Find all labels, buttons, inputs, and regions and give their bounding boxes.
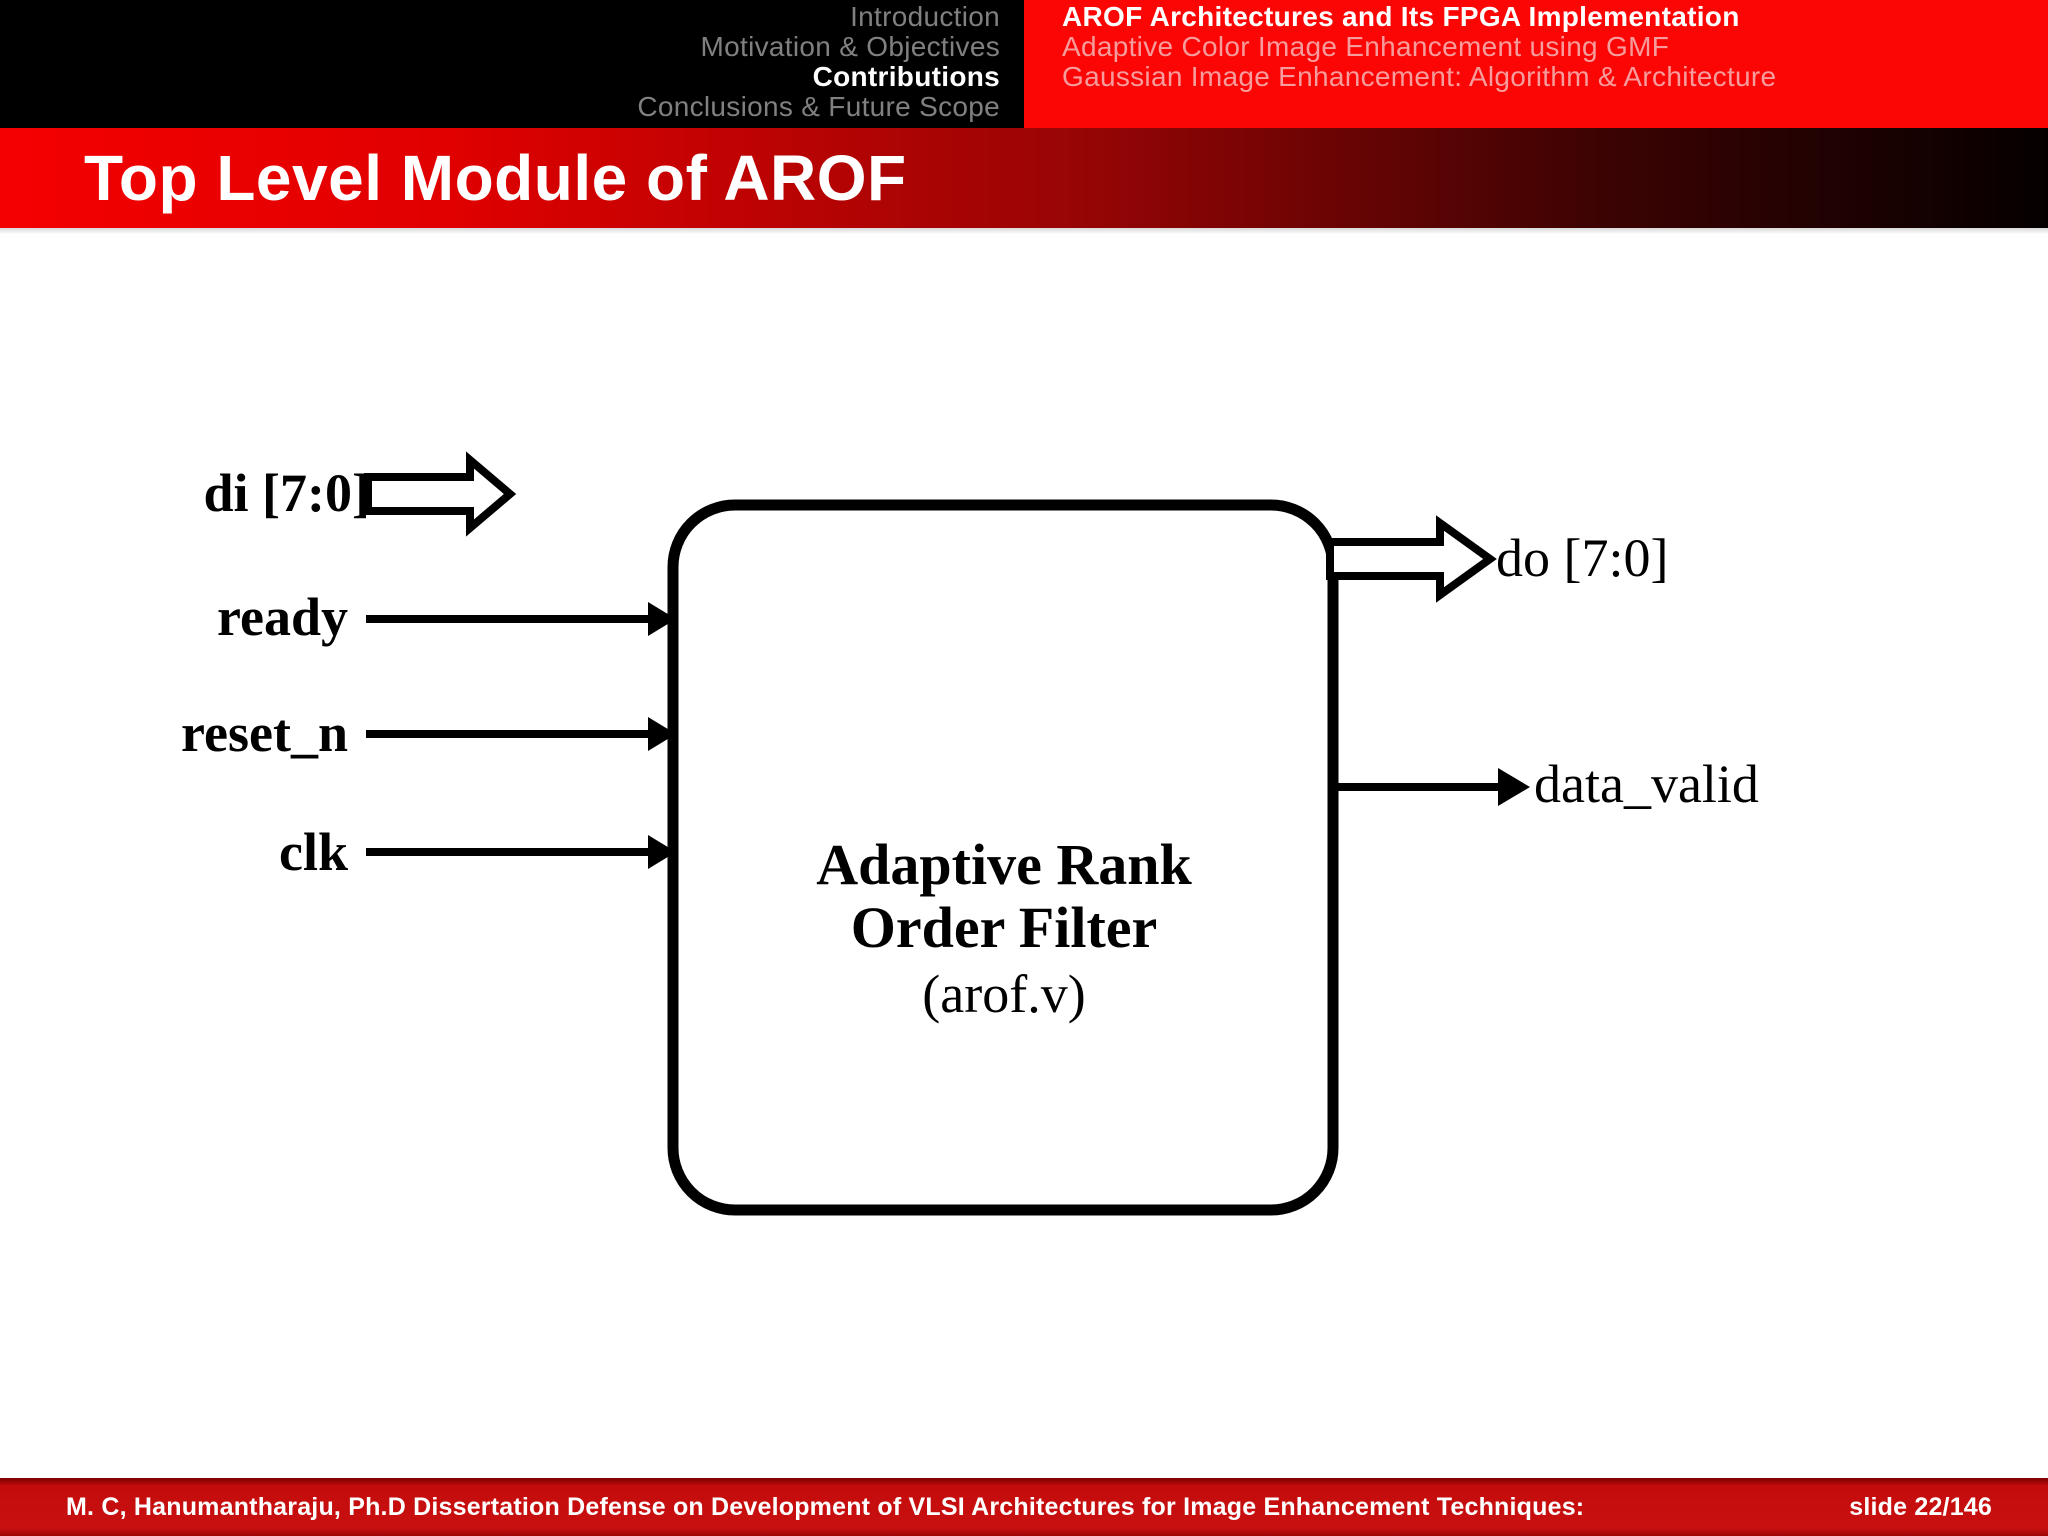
input-arrowhead-clk (648, 835, 676, 869)
output-arrowhead-data-valid (1498, 768, 1530, 806)
footer-credit-text: M. C, Hanumantharaju, Ph.D Dissertation … (66, 1492, 1585, 1521)
nav-item-conclusions-future-scope[interactable]: Conclusions & Future Scope (637, 91, 1000, 122)
header-subsection-panel: AROF Architectures and Its FPGA Implemen… (1024, 0, 2048, 128)
module-name-line-2: Order Filter (850, 894, 1158, 960)
header-nav-panel: Introduction Motivation & Objectives Con… (0, 0, 1024, 128)
slide-content-area: Adaptive Rank Order Filter (arof.v) di [… (0, 234, 2048, 1478)
top-level-module-diagram (364, 451, 1530, 1216)
nav-item-contributions[interactable]: Contributions (812, 61, 1000, 92)
nav-item-motivation-objectives[interactable]: Motivation & Objectives (700, 31, 1000, 62)
module-file-name: (arof.v) (922, 964, 1086, 1025)
input-bus-arrow-di (364, 451, 517, 537)
module-name-line-1: Adaptive Rank (816, 832, 1192, 897)
input-label-reset-n: reset_n (181, 703, 348, 763)
slide-header: Introduction Motivation & Objectives Con… (0, 0, 2048, 128)
title-underline-divider (0, 228, 2048, 234)
subsection-item-adaptive-color-gmf[interactable]: Adaptive Color Image Enhancement using G… (1062, 31, 1670, 62)
input-label-clk: clk (278, 822, 348, 882)
section-nav-list: Introduction Motivation & Objectives Con… (637, 2, 1000, 122)
output-bus-arrow-do (1326, 515, 1497, 603)
slide-title-bar: Top Level Module of AROF (0, 128, 2048, 228)
page-title: Top Level Module of AROF (84, 142, 907, 214)
arof-module-block (667, 499, 1339, 1216)
slide-footer: M. C, Hanumantharaju, Ph.D Dissertation … (0, 1478, 2048, 1536)
input-label-di: di [7:0] (203, 463, 370, 523)
module-block-caption: Adaptive Rank Order Filter (arof.v) (668, 832, 1340, 1029)
input-arrowhead-ready (648, 602, 676, 636)
input-label-ready: ready (217, 587, 348, 647)
footer-slide-number: slide 22/146 (1849, 1492, 1992, 1521)
input-arrowhead-reset-n (648, 717, 676, 751)
subsection-nav-list: AROF Architectures and Its FPGA Implemen… (1062, 2, 1776, 92)
output-label-data-valid: data_valid (1534, 754, 1759, 814)
subsection-item-arof-architectures[interactable]: AROF Architectures and Its FPGA Implemen… (1062, 1, 1740, 32)
subsection-item-gaussian-image-enhancement[interactable]: Gaussian Image Enhancement: Algorithm & … (1062, 61, 1777, 92)
output-label-do: do [7:0] (1496, 528, 1669, 588)
nav-item-introduction[interactable]: Introduction (850, 1, 1000, 32)
